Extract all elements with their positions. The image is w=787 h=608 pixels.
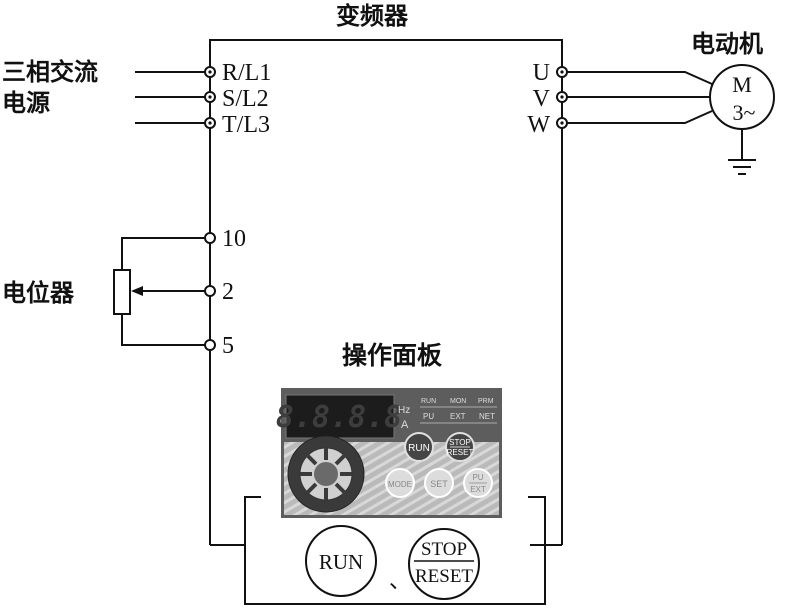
panel-mode-button[interactable]: MODE <box>385 468 415 498</box>
operation-panel: 8.8.8.8 Hz A RUN MON PRM PU EXT NET <box>276 388 502 518</box>
terminal-label-u: U <box>533 60 550 86</box>
wire-u <box>567 71 713 85</box>
panel-run-label: RUN <box>408 443 430 454</box>
inverter-title: 变频器 <box>336 2 409 30</box>
motor-symbol-m: M <box>732 72 752 97</box>
display-digits: 8.8.8.8 <box>276 400 402 435</box>
terminal-r <box>204 66 216 78</box>
wire-terminal-10 <box>121 237 205 270</box>
callout-separator: 、 <box>389 568 411 593</box>
panel-stop-reset-button[interactable]: STOP RESET <box>445 432 475 462</box>
terminal-label-s: S/L2 <box>222 86 269 112</box>
terminal-v <box>556 91 568 103</box>
led-ext: EXT <box>450 412 466 421</box>
panel-mode-label: MODE <box>388 480 412 489</box>
terminal-label-2: 2 <box>222 279 234 305</box>
callout-reset-label: RESET <box>415 566 473 587</box>
callout-run-button: RUN <box>305 525 377 597</box>
supply-label-line1: 三相交流 <box>2 58 98 86</box>
ground-icon <box>728 159 756 175</box>
terminal-label-10: 10 <box>222 226 246 252</box>
led-prm: PRM <box>478 398 494 405</box>
led-run: RUN <box>421 398 436 405</box>
terminal-s <box>204 91 216 103</box>
terminal-label-t: T/L3 <box>222 112 270 138</box>
panel-pu-ext-button[interactable]: PU EXT <box>463 468 493 498</box>
terminal-2 <box>204 285 216 297</box>
led-net: NET <box>479 412 495 421</box>
panel-title: 操作面板 <box>342 341 442 370</box>
callout-bracket <box>244 496 546 605</box>
callout-run-label: RUN <box>319 550 363 574</box>
terminal-label-v: V <box>533 86 551 112</box>
unit-hz: Hz <box>398 405 410 416</box>
terminal-label-5: 5 <box>222 333 234 359</box>
panel-run-button[interactable]: RUN <box>404 432 434 462</box>
terminal-w <box>556 117 568 129</box>
terminal-t <box>204 117 216 129</box>
terminal-5 <box>204 339 216 351</box>
panel-set-button[interactable]: SET <box>424 468 454 498</box>
callout-stop-reset-button: STOP RESET <box>408 528 480 600</box>
supply-label-line2: 电源 <box>2 89 50 117</box>
wire-w <box>567 110 713 124</box>
motor-symbol-phase: 3~ <box>733 100 756 125</box>
panel-stop-label: STOP <box>449 438 471 447</box>
potentiometer-resistor <box>113 269 131 315</box>
unit-a: A <box>401 419 409 431</box>
panel-ext-label: EXT <box>470 485 486 494</box>
terminal-label-r: R/L1 <box>222 60 271 86</box>
terminal-label-w: W <box>527 112 550 138</box>
panel-set-label: SET <box>430 479 448 489</box>
motor-title: 电动机 <box>691 30 763 58</box>
panel-display <box>285 394 395 439</box>
terminal-u <box>556 66 568 78</box>
terminal-10 <box>204 232 216 244</box>
led-mon: MON <box>450 398 466 405</box>
wiper-arrow-icon <box>131 286 143 296</box>
wire-terminal-5 <box>121 314 205 346</box>
panel-reset-label: RESET <box>447 448 474 457</box>
setting-dial[interactable] <box>287 435 365 513</box>
potentiometer-label: 电位器 <box>2 279 75 307</box>
panel-pu-label: PU <box>472 473 483 482</box>
callout-stop-label: STOP <box>421 539 467 560</box>
led-pu: PU <box>423 412 434 421</box>
